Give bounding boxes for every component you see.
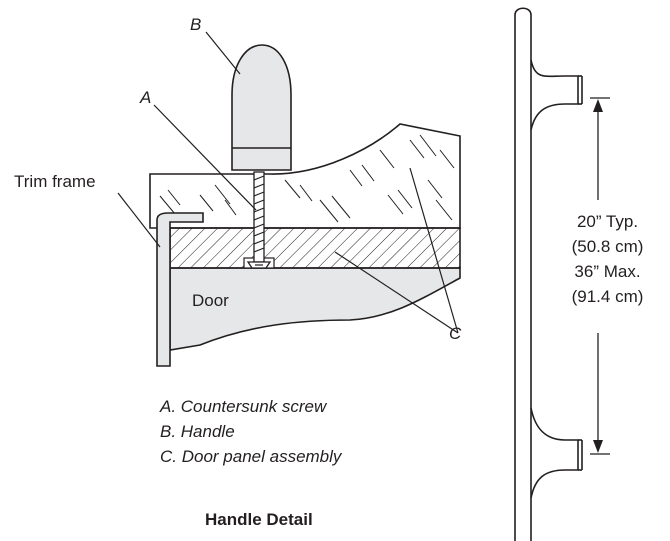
dimension-max-metric: (91.4 cm) xyxy=(571,287,644,306)
figure-caption: Handle Detail xyxy=(205,510,313,529)
leader-lines xyxy=(117,31,459,334)
label-c: C xyxy=(449,324,462,343)
label-b: B xyxy=(190,15,202,34)
dimension-max: 36” Max. xyxy=(574,262,641,281)
handle-side-view xyxy=(514,7,583,541)
legend-item-c: C. Door panel assembly xyxy=(160,447,342,466)
legend-item-b: B. Handle xyxy=(160,422,235,441)
door-panel xyxy=(169,267,461,351)
legend-item-a: A. Countersunk screw xyxy=(160,397,327,416)
countersunk-screw xyxy=(246,171,272,269)
label-a: A xyxy=(140,88,152,107)
handle-knob xyxy=(231,44,292,171)
trim-frame xyxy=(156,212,204,367)
dimension-typical-metric: (50.8 cm) xyxy=(571,237,644,256)
dimension-typical: 20” Typ. xyxy=(576,212,639,231)
dimension-text: 20” Typ. (50.8 cm) 36” Max. (91.4 cm) xyxy=(545,209,670,309)
label-door: Door xyxy=(192,291,229,310)
dimension-line xyxy=(590,97,610,455)
door-panel-assembly xyxy=(169,227,461,269)
label-trim-frame: Trim frame xyxy=(14,172,96,191)
glass-panel xyxy=(149,123,461,229)
